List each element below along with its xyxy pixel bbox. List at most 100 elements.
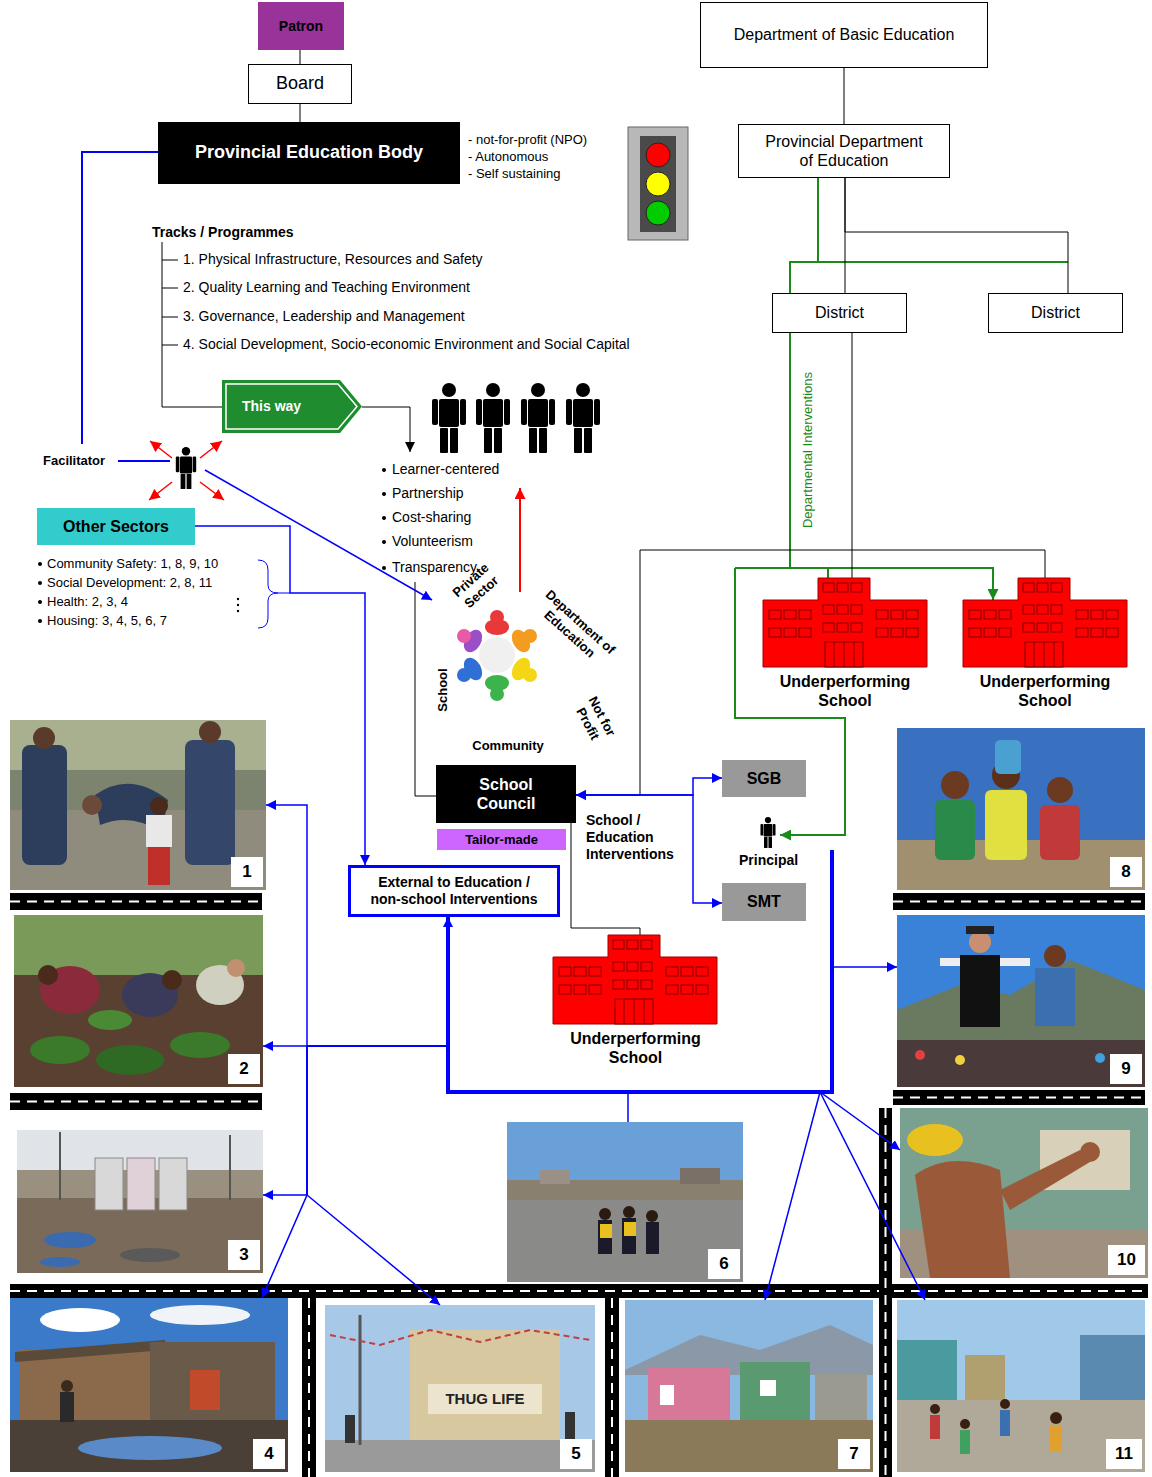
connector	[300, 50, 301, 64]
callout-number: 10	[1108, 1245, 1145, 1275]
drawing-shape	[735, 567, 790, 569]
node-text: School Council	[466, 775, 546, 813]
node-text: This way	[242, 398, 301, 415]
drawing-shape	[999, 628, 1011, 637]
drawing-shape	[540, 1170, 570, 1184]
drawing-shape	[148, 847, 170, 885]
people-icons	[176, 383, 776, 848]
drawing-shape	[1025, 642, 1063, 667]
drawing-shape	[799, 610, 811, 619]
role-label: Facilitator	[43, 453, 105, 469]
drawing-shape	[963, 578, 1127, 667]
node-text: Other Sectors	[63, 517, 169, 536]
drawing-shape	[589, 967, 601, 976]
drawing-shape	[553, 935, 717, 1024]
photo-garden	[14, 915, 263, 1087]
this-way-arrow: This way	[222, 380, 362, 433]
callout-number: 7	[838, 1439, 870, 1469]
callout-number: 1	[231, 857, 263, 887]
drawing-shape	[984, 628, 996, 637]
node-text: Department of Basic Education	[734, 25, 955, 44]
node-text: Board	[276, 73, 324, 95]
drawing-shape	[162, 970, 182, 990]
node-text: SMT	[747, 892, 781, 911]
drawing-shape	[159, 1158, 187, 1210]
drawing-shape	[760, 1380, 776, 1396]
drawing-shape	[960, 1419, 970, 1429]
connector	[195, 526, 365, 865]
drawing-shape	[149, 482, 172, 500]
photo-kids-walking	[507, 1122, 743, 1282]
drawing-shape	[763, 578, 927, 667]
drawing-shape	[519, 488, 521, 592]
drawing-shape	[10, 1298, 288, 1472]
principle-item: Volunteerism	[392, 533, 473, 550]
drawing-shape	[162, 260, 178, 345]
photo-police	[10, 720, 266, 890]
drawing-shape	[666, 985, 678, 994]
node-text: District	[815, 303, 864, 322]
drawing-shape	[930, 1404, 940, 1414]
school-label: Underperforming School	[554, 1029, 718, 1067]
drawing-shape	[362, 407, 410, 452]
drawing-shape	[1076, 628, 1088, 637]
connector	[448, 917, 897, 1092]
connector	[262, 917, 448, 1298]
drawing-shape	[490, 687, 504, 701]
drawing-shape	[20, 1350, 160, 1422]
drawing-shape	[818, 261, 1068, 263]
drawing-shape	[897, 1040, 1145, 1087]
drawing-shape	[308, 1298, 310, 1477]
drawing-shape	[623, 1206, 635, 1218]
photo-frame: 10	[900, 1108, 1148, 1278]
drawing-shape	[199, 721, 221, 743]
drawing-shape	[969, 628, 981, 637]
drawing-shape	[955, 1055, 965, 1065]
connector	[844, 68, 845, 124]
photo-frame: 4	[10, 1298, 288, 1472]
drawing-shape	[851, 623, 862, 632]
drawing-shape	[641, 962, 652, 971]
drawing-shape	[837, 583, 848, 592]
drawing-shape	[227, 959, 245, 977]
photo-street-mural	[325, 1305, 595, 1472]
photo-informal-settlement	[625, 1300, 873, 1472]
interventions-label: School / Education Interventions	[586, 812, 690, 862]
drawing-shape	[278, 593, 290, 594]
drawing-shape	[963, 578, 1127, 667]
drawing-shape	[432, 383, 466, 453]
drawing-shape	[565, 1412, 575, 1442]
drawing-shape	[226, 384, 357, 429]
drawing-shape	[646, 1210, 658, 1222]
drawing-shape	[1023, 583, 1034, 592]
drawing-shape	[1080, 1142, 1100, 1162]
drawing-shape	[784, 610, 796, 619]
photo-frame: 1	[10, 720, 266, 890]
note-text: - Autonomous	[468, 149, 548, 165]
graffiti-text: THUG LIFE	[445, 1390, 524, 1408]
connector	[845, 178, 1068, 293]
drawing-shape	[38, 581, 42, 585]
external-interventions-box: External to Education / non-school Inter…	[348, 865, 560, 917]
partner-label: Community	[472, 738, 544, 754]
drawing-shape	[17, 1130, 263, 1273]
drawing-shape	[10, 1093, 262, 1110]
drawing-shape	[82, 795, 102, 815]
drawing-shape	[410, 1330, 560, 1445]
drawing-shape	[14, 915, 263, 1087]
photo-shacks	[10, 1298, 288, 1472]
drawing-shape	[10, 893, 262, 910]
drawing-shape	[622, 1218, 636, 1254]
connector	[790, 178, 993, 600]
drawing-shape	[825, 642, 863, 667]
drawing-shape	[851, 583, 862, 592]
drawing-shape	[823, 623, 834, 632]
drawing-shape	[1047, 777, 1073, 803]
drawing-shape	[680, 1168, 720, 1184]
drawing-shape	[1095, 1053, 1105, 1063]
connector	[576, 778, 722, 795]
drawing-shape	[150, 1342, 275, 1422]
track-item: 1. Physical Infrastructure, Resources an…	[183, 251, 483, 268]
heading-text: Tracks / Programmes	[152, 224, 294, 241]
education-body-box: Provincial Education Body	[158, 122, 460, 184]
